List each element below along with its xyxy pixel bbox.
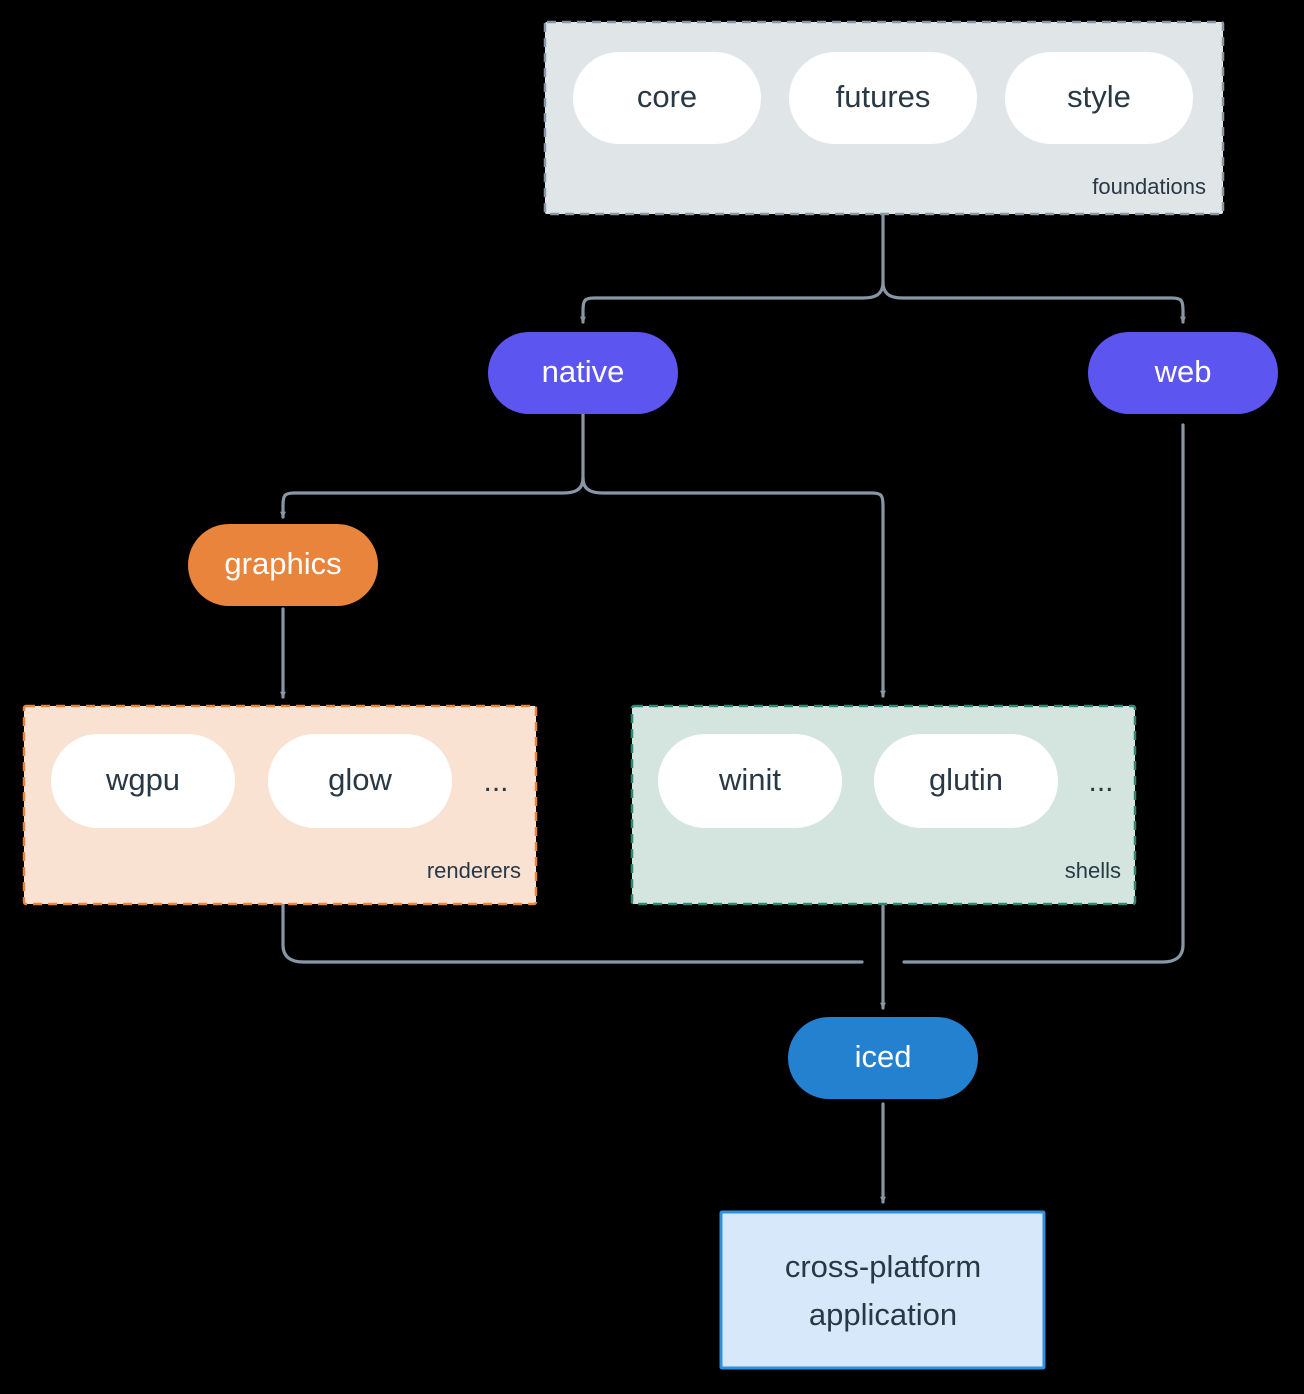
node-graphics-label: graphics — [224, 546, 341, 581]
node-web[interactable]: web — [1088, 332, 1278, 414]
item-futures-pill[interactable] — [789, 52, 977, 144]
edge-native-to-shells — [581, 476, 886, 698]
item-glutin-pill[interactable] — [874, 734, 1058, 828]
edge-renderers-to-iced — [281, 902, 864, 964]
item-winit-label: winit — [718, 762, 781, 797]
node-native-label: native — [542, 354, 625, 389]
item-style-pill[interactable] — [1005, 52, 1193, 144]
item-core-pill[interactable] — [573, 52, 761, 144]
item-wgpu-label: wgpu — [105, 762, 180, 797]
node-iced-shape[interactable] — [788, 1017, 978, 1099]
group-shells-caption: shells — [1065, 858, 1121, 883]
edge-web-to-iced — [902, 423, 1185, 964]
item-winit-pill[interactable] — [658, 734, 842, 828]
item-wgpu-pill[interactable] — [51, 734, 235, 828]
group-foundations: core futures style foundations — [543, 20, 1225, 216]
edge-native-to-graphics — [280, 476, 585, 519]
edge-foundations-to-native — [580, 280, 885, 324]
item-shells-ellipsis: ... — [1088, 765, 1113, 798]
node-graphics[interactable]: graphics — [188, 524, 378, 606]
edge-foundations-to-web — [881, 280, 1186, 324]
item-glutin-label: glutin — [929, 762, 1003, 797]
node-graphics-shape[interactable] — [188, 524, 378, 606]
edge-layer — [280, 213, 1186, 1204]
node-cross-platform-application[interactable]: cross-platform application — [719, 1210, 1046, 1370]
item-futures-label: futures — [836, 79, 931, 114]
node-cross-platform-application-line2: application — [809, 1297, 957, 1332]
node-native[interactable]: native — [488, 332, 678, 414]
node-web-shape[interactable] — [1088, 332, 1278, 414]
node-web-label: web — [1154, 354, 1212, 389]
item-style-label: style — [1067, 79, 1131, 114]
node-cross-platform-application-line1: cross-platform — [785, 1249, 981, 1284]
item-core-label: core — [637, 79, 697, 114]
group-shells: winit glutin ... shells — [630, 704, 1137, 906]
node-cross-platform-application-shape[interactable] — [719, 1210, 1046, 1370]
item-glow-label: glow — [328, 762, 392, 797]
node-native-shape[interactable] — [488, 332, 678, 414]
node-iced[interactable]: iced — [788, 1017, 978, 1099]
item-renderers-ellipsis: ... — [483, 765, 508, 798]
group-renderers: wgpu glow ... renderers — [22, 704, 538, 906]
group-foundations-caption: foundations — [1092, 174, 1206, 199]
group-renderers-caption: renderers — [427, 858, 521, 883]
item-glow-pill[interactable] — [268, 734, 452, 828]
node-iced-label: iced — [855, 1039, 912, 1074]
